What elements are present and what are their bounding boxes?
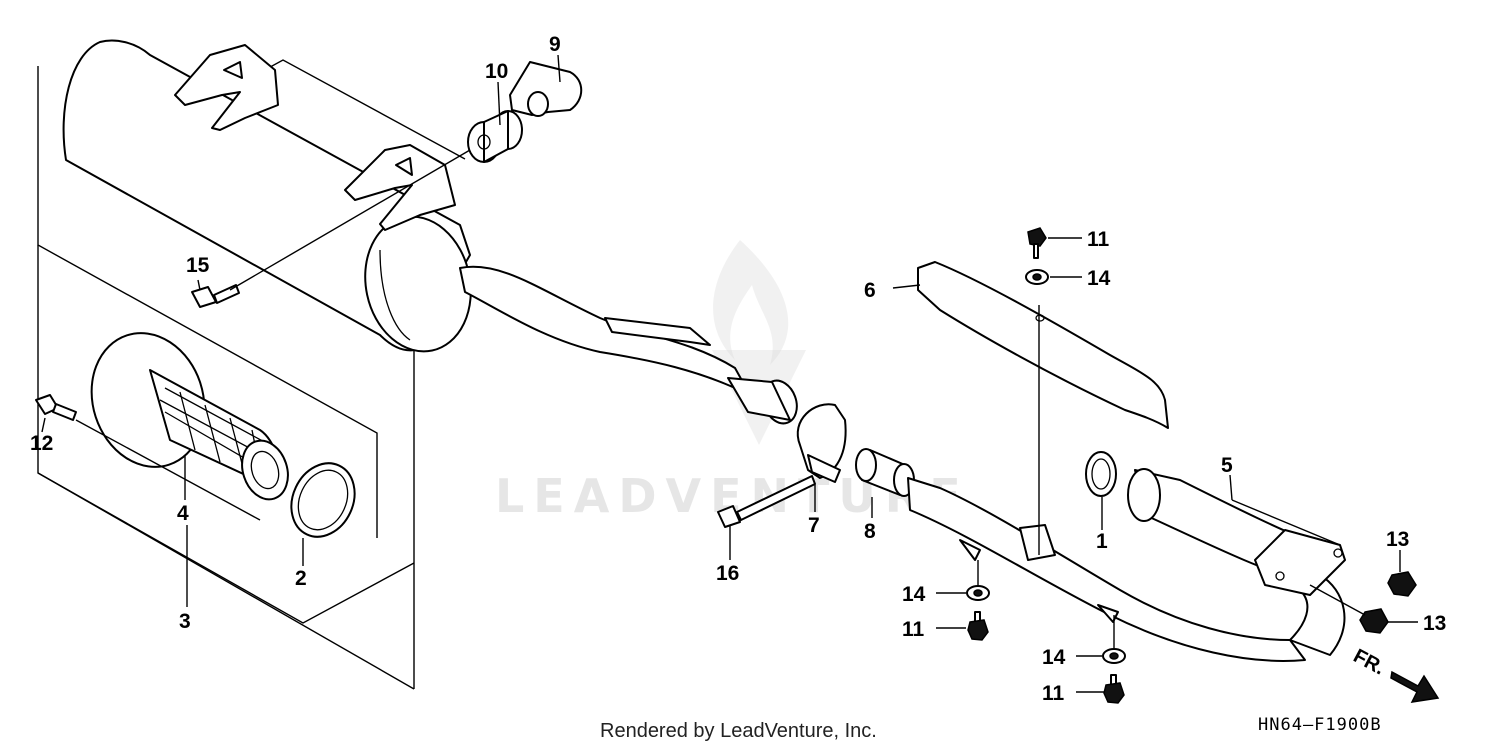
callout-15: 15	[186, 254, 210, 277]
front-direction-indicator: FR.	[1350, 645, 1440, 703]
callout-14-left: 14	[902, 583, 926, 606]
clamp-7	[796, 403, 847, 483]
leader-lines	[41, 54, 1418, 693]
front-direction-label: FR.	[1350, 645, 1389, 680]
bolt-16	[717, 475, 816, 528]
muffler-assembly	[62, 39, 798, 425]
bolt-11-top	[1027, 227, 1047, 259]
gasket-1	[1085, 451, 1117, 497]
callout-11-left: 11	[902, 618, 925, 641]
front-arrow-icon	[1390, 670, 1440, 703]
collar-9	[509, 61, 583, 117]
callout-13-lower: 13	[1423, 612, 1446, 635]
callout-3: 3	[179, 610, 191, 633]
callout-11-top: 11	[1087, 228, 1110, 251]
callout-5: 5	[1221, 454, 1233, 477]
spark-arrester-assembly	[90, 332, 289, 501]
nut-13-upper	[1387, 571, 1417, 597]
callout-9: 9	[549, 33, 561, 56]
callout-16: 16	[716, 562, 739, 585]
gasket-ring-2	[290, 462, 356, 538]
callout-13-upper: 13	[1386, 528, 1409, 551]
exhaust-pipe	[907, 477, 1346, 662]
nut-13-lower	[1359, 608, 1389, 634]
callout-labels: 9 10 15 12 4 3 2 16 7 8 6 11 14 1 5 13 1…	[30, 33, 1446, 705]
heat-protector-6	[917, 261, 1169, 429]
callout-6: 6	[864, 279, 876, 302]
diagram-code: HN64—F1900B	[1258, 715, 1382, 735]
callout-14-top: 14	[1087, 267, 1111, 290]
exhaust-pipe-5	[1127, 468, 1346, 596]
bolt-11-bottom	[1103, 674, 1125, 704]
joint-collar-8	[855, 448, 915, 497]
callout-8: 8	[864, 520, 876, 543]
callout-11-bottom: 11	[1042, 682, 1065, 705]
callout-12: 12	[30, 432, 53, 455]
bolt-11-left	[967, 611, 989, 641]
callout-10: 10	[485, 60, 508, 83]
callout-2: 2	[295, 567, 307, 590]
bolt-12	[35, 394, 77, 421]
rubber-mount-10	[467, 110, 523, 163]
bolt-15	[191, 284, 240, 308]
rendered-by-text: Rendered by LeadVenture, Inc.	[600, 720, 877, 742]
callout-14-bottom: 14	[1042, 646, 1066, 669]
callout-1: 1	[1096, 530, 1108, 553]
callout-4: 4	[177, 502, 189, 525]
watermark-flame-icon	[713, 240, 789, 365]
callout-7: 7	[808, 514, 820, 537]
